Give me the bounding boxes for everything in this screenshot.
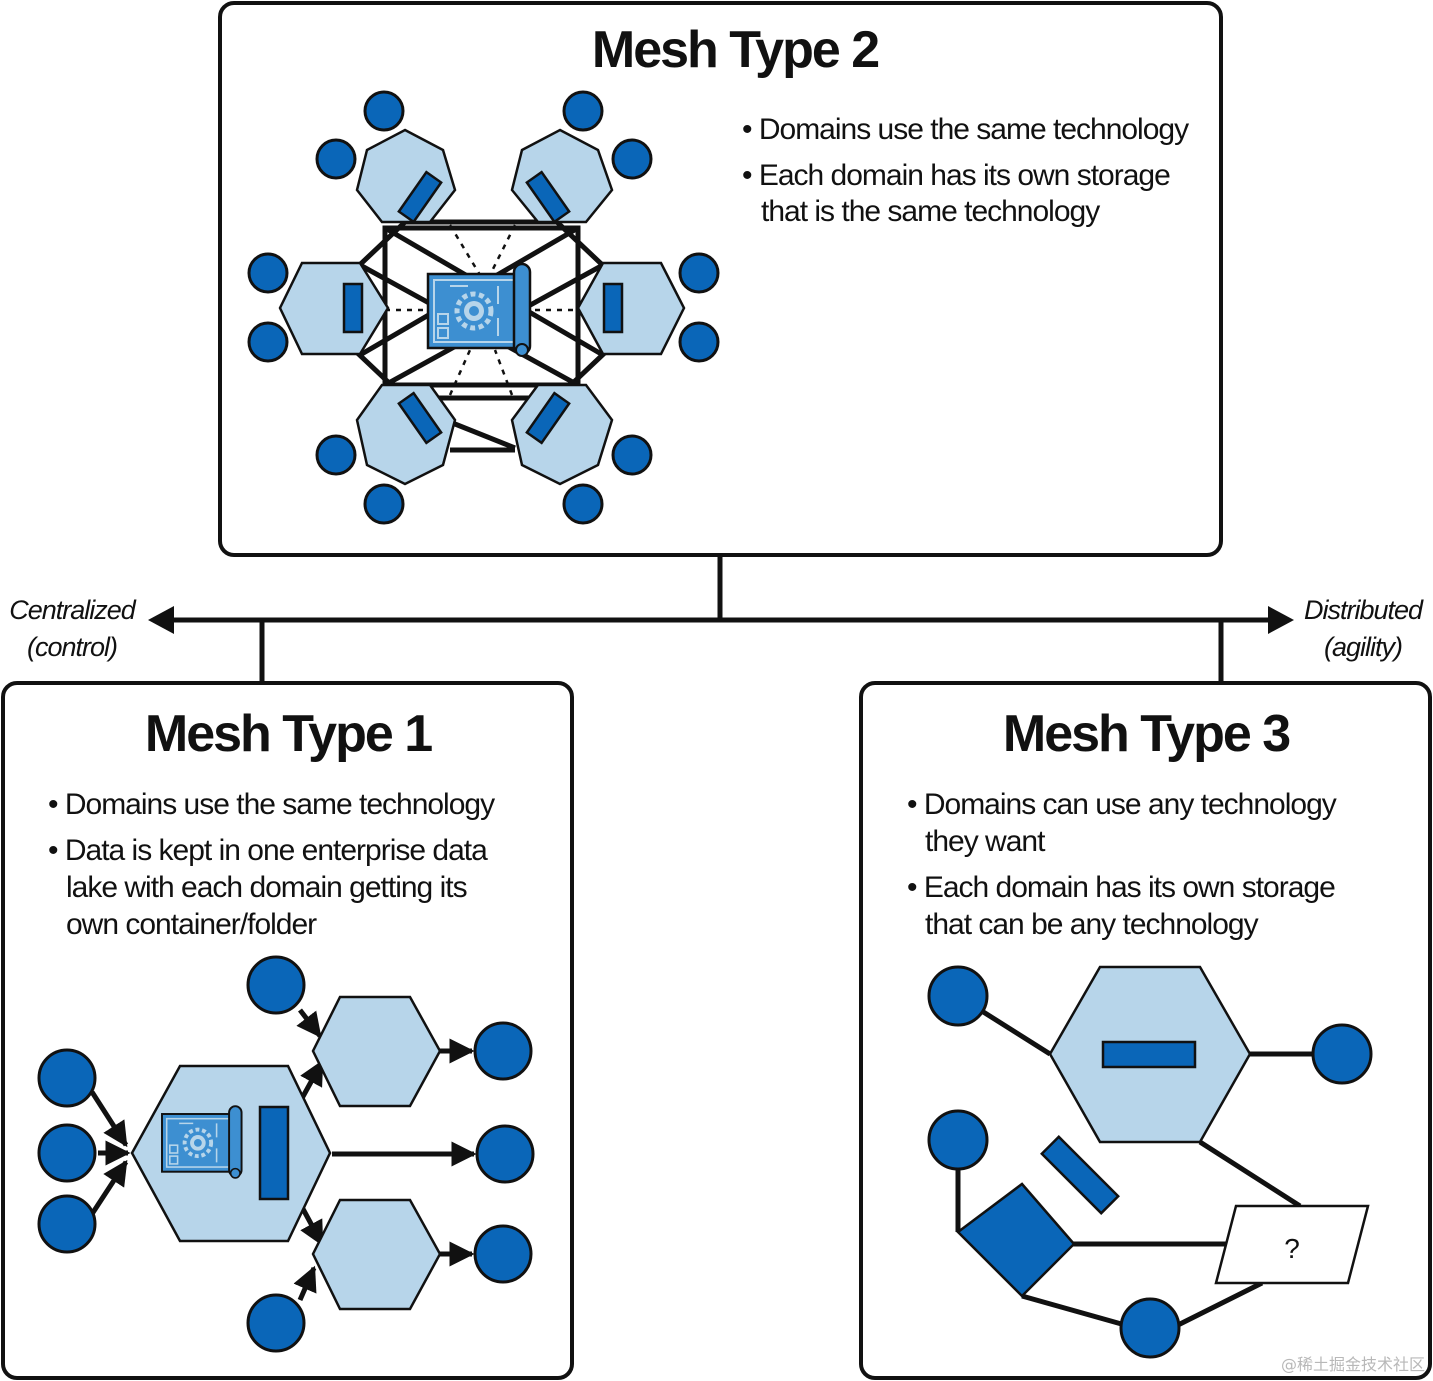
- panel-mesh-type-1: Mesh Type 1 • Domains use the same techn…: [1, 681, 574, 1380]
- watermark: @稀土掘金技术社区: [1281, 1355, 1425, 1374]
- user-circle-icon: [37, 1194, 97, 1254]
- mesh-type-1-bullet-1: • Domains use the same technology: [48, 788, 495, 821]
- mesh-type-3-bullet-2-cont: that can be any technology: [925, 908, 1259, 941]
- user-circle-icon: [37, 1048, 97, 1108]
- user-circle-icon: [473, 1021, 533, 1081]
- mesh-type-2-bullet-2-cont: that is the same technology: [761, 195, 1100, 228]
- panel-mesh-type-2: Mesh Type 2 • Domains use the same techn…: [218, 1, 1223, 557]
- user-circle-icon: [315, 434, 357, 476]
- right-arrow-icon: [1268, 606, 1294, 634]
- mesh-type-2-bullet-1: • Domains use the same technology: [742, 113, 1189, 146]
- axis-left-label: Centralized: [9, 595, 137, 625]
- mesh-type-3-bullet-1: • Domains can use any technology: [907, 788, 1337, 821]
- user-circle-icon: [678, 252, 720, 294]
- user-circle-icon: [927, 965, 989, 1027]
- storage-bar-icon: [258, 1105, 290, 1201]
- unknown-technology-node: [1214, 1204, 1370, 1285]
- user-circle-icon: [611, 138, 653, 180]
- storage-bar-icon: [525, 170, 571, 224]
- domain-hex-bottom-left: [355, 383, 457, 486]
- storage-bar-icon: [397, 391, 443, 445]
- mesh-type-2-dotted-links: [385, 224, 585, 396]
- user-circle-icon: [37, 1123, 97, 1183]
- user-circle-icon: [562, 483, 604, 525]
- mesh-type-3-bullet-2: • Each domain has its own storage: [907, 871, 1335, 904]
- user-circle-icon: [315, 138, 357, 180]
- user-circle-icon: [1119, 1297, 1181, 1359]
- domain-hex-top: [311, 995, 442, 1108]
- mesh-type-2-title: Mesh Type 2: [592, 21, 878, 79]
- mesh-type-1-bullet-2: • Data is kept in one enterprise data: [48, 834, 488, 867]
- spectrum-axis: [148, 557, 1294, 683]
- blueprint-icon: [428, 264, 530, 356]
- user-circle-icon: [246, 955, 306, 1015]
- user-circle-icon: [473, 1224, 533, 1284]
- storage-bar-icon: [397, 170, 443, 224]
- mesh-type-1-title: Mesh Type 1: [145, 705, 432, 763]
- storage-bar-icon: [1101, 1040, 1197, 1069]
- axis-left-sublabel: (control): [27, 632, 117, 662]
- mesh-type-3-bullet-1-cont: they want: [925, 825, 1046, 858]
- user-circle-icon: [1311, 1023, 1373, 1085]
- mesh-type-1-bullet-2-cont: lake with each domain getting its: [66, 871, 467, 904]
- mesh-type-3-title: Mesh Type 3: [1003, 705, 1290, 763]
- user-circle-icon: [927, 1109, 989, 1171]
- mesh-type-2-bullet-2: • Each domain has its own storage: [742, 159, 1170, 192]
- user-circle-icon: [611, 434, 653, 476]
- mesh-type-3-users: [927, 965, 1373, 1359]
- storage-bar-icon: [342, 282, 364, 334]
- diamond-node-icon: [956, 1182, 1076, 1298]
- unknown-technology-label: ?: [1284, 1233, 1300, 1264]
- domain-hex-bottom-right: [510, 383, 614, 486]
- axis-right-sublabel: (agility): [1324, 632, 1402, 662]
- axis-right-label: Distributed: [1304, 595, 1424, 625]
- mesh-type-2-users: [247, 90, 720, 525]
- mesh-type-2-storage: [342, 170, 624, 445]
- mesh-type-1-bullet-2-cont2: own container/folder: [66, 908, 317, 941]
- mesh-type-2-domains: [278, 128, 686, 486]
- storage-bar-icon: [1040, 1135, 1120, 1215]
- user-circle-icon: [247, 321, 289, 363]
- user-circle-icon: [363, 90, 405, 132]
- mesh-type-1-users: [37, 955, 535, 1353]
- user-circle-icon: [475, 1124, 535, 1184]
- left-arrow-icon: [148, 606, 174, 634]
- blueprint-icon: [160, 1104, 244, 1180]
- domain-hex-bottom: [311, 1198, 442, 1311]
- user-circle-icon: [246, 1293, 306, 1353]
- user-circle-icon: [363, 483, 405, 525]
- user-circle-icon: [562, 90, 604, 132]
- user-circle-icon: [247, 252, 289, 294]
- storage-bar-icon: [525, 391, 571, 445]
- panel-mesh-type-3: Mesh Type 3 • Domains can use any techno…: [859, 681, 1432, 1380]
- storage-bar-icon: [602, 282, 624, 334]
- user-circle-icon: [678, 321, 720, 363]
